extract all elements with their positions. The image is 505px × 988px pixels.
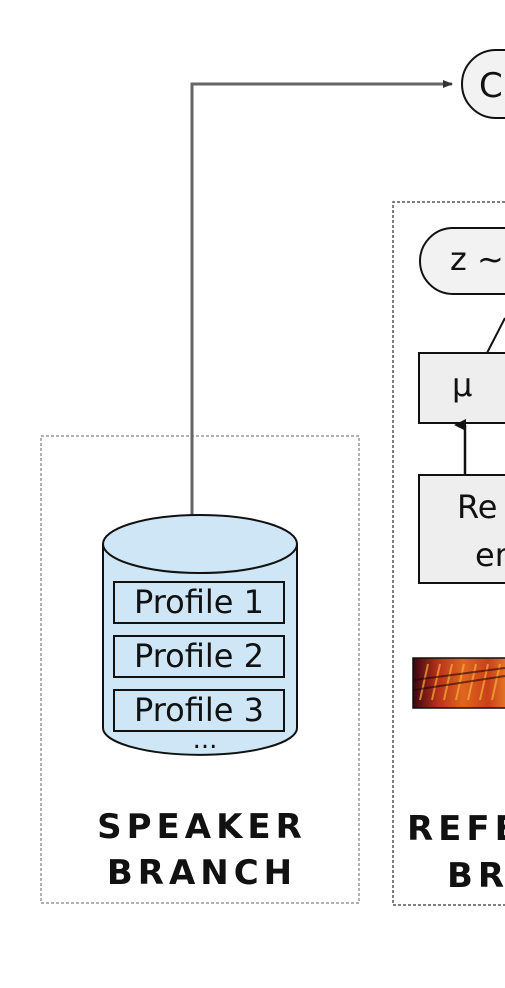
output-node (461, 49, 505, 119)
spectrogram-image (412, 657, 505, 709)
profile-label-1: Profile 1 (134, 583, 264, 621)
profile-row-1 (113, 581, 285, 624)
sample-z-node (419, 227, 505, 295)
output-node-label: C (479, 66, 503, 106)
mu-to-sample-line (486, 317, 505, 354)
reference-encoder-label-line1: Re (457, 488, 497, 526)
speaker-branch-box (40, 435, 360, 904)
sample-z-label: z ~ (450, 240, 504, 278)
profile-label-2: Profile 2 (134, 637, 264, 675)
reference-encoder-label-line2: en (475, 536, 505, 574)
reference-branch-title-line2: BR (447, 856, 505, 896)
reference-branch-box (392, 201, 505, 906)
speaker-to-output-arrow (190, 80, 453, 540)
speaker-branch-title-line2: BRANCH (107, 853, 297, 893)
profile-row-3 (113, 689, 285, 732)
profile-label-3: Profile 3 (134, 691, 264, 729)
reference-branch-title-line1: REFE (407, 809, 505, 849)
reference-encoder-box (418, 474, 505, 584)
profiles-ellipsis: ... (193, 725, 218, 755)
mu-label: μ (452, 366, 472, 404)
speaker-branch-title-line1: SPEAKER (97, 807, 307, 847)
mu-box (418, 352, 505, 424)
profile-row-2 (113, 635, 285, 678)
